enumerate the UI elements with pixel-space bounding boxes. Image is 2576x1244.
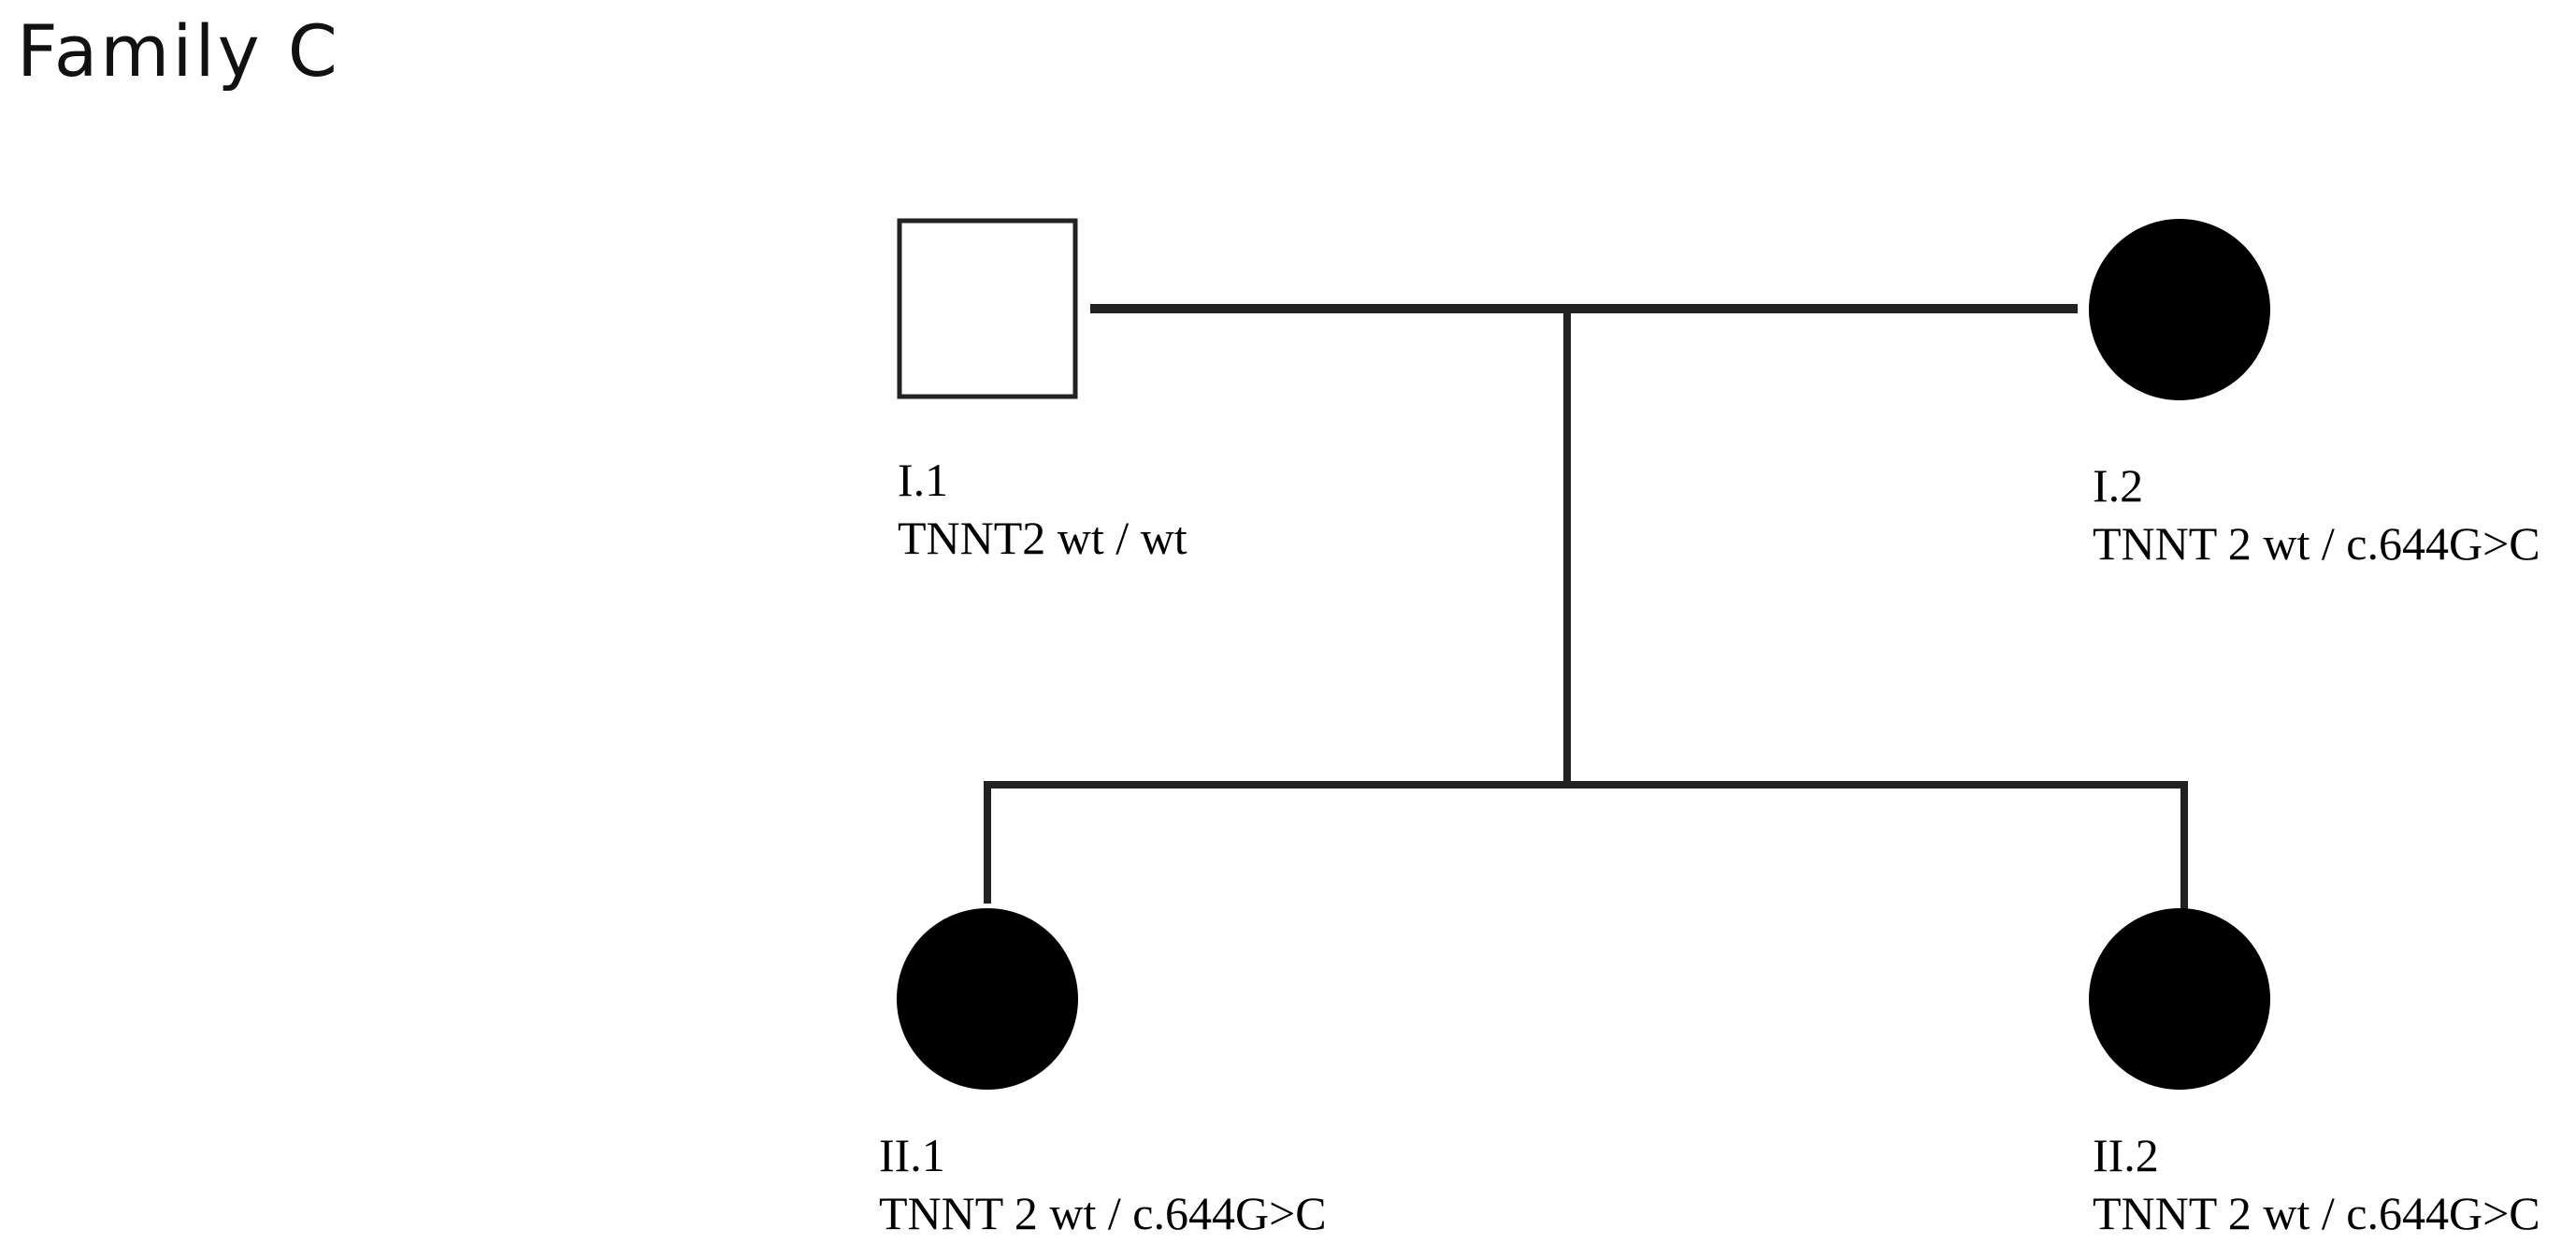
individual-id: II.2 (2093, 1129, 2159, 1181)
individual-id: I.1 (898, 454, 949, 506)
individual-i1-square (897, 218, 1078, 399)
pedigree-title: Family C (17, 9, 340, 93)
label-i2: I.2 TNNT 2 wt / c.644G>C (2093, 456, 2540, 572)
individual-i2-circle (2089, 219, 2270, 400)
individual-ii1-circle (897, 908, 1078, 1090)
individual-id: II.1 (879, 1129, 945, 1181)
label-ii1: II.1 TNNT 2 wt / c.644G>C (879, 1126, 1327, 1242)
label-ii2: II.2 TNNT 2 wt / c.644G>C (2093, 1126, 2540, 1242)
genotype-text: TNNT 2 wt / c.644G>C (2093, 517, 2540, 570)
genotype-text: TNNT2 wt / wt (898, 512, 1187, 564)
genotype-text: TNNT 2 wt / c.644G>C (879, 1187, 1327, 1239)
genotype-text: TNNT 2 wt / c.644G>C (2093, 1187, 2540, 1239)
individual-id: I.2 (2093, 459, 2144, 512)
label-i1: I.1 TNNT2 wt / wt (898, 451, 1187, 567)
individual-ii2-circle (2089, 908, 2270, 1090)
